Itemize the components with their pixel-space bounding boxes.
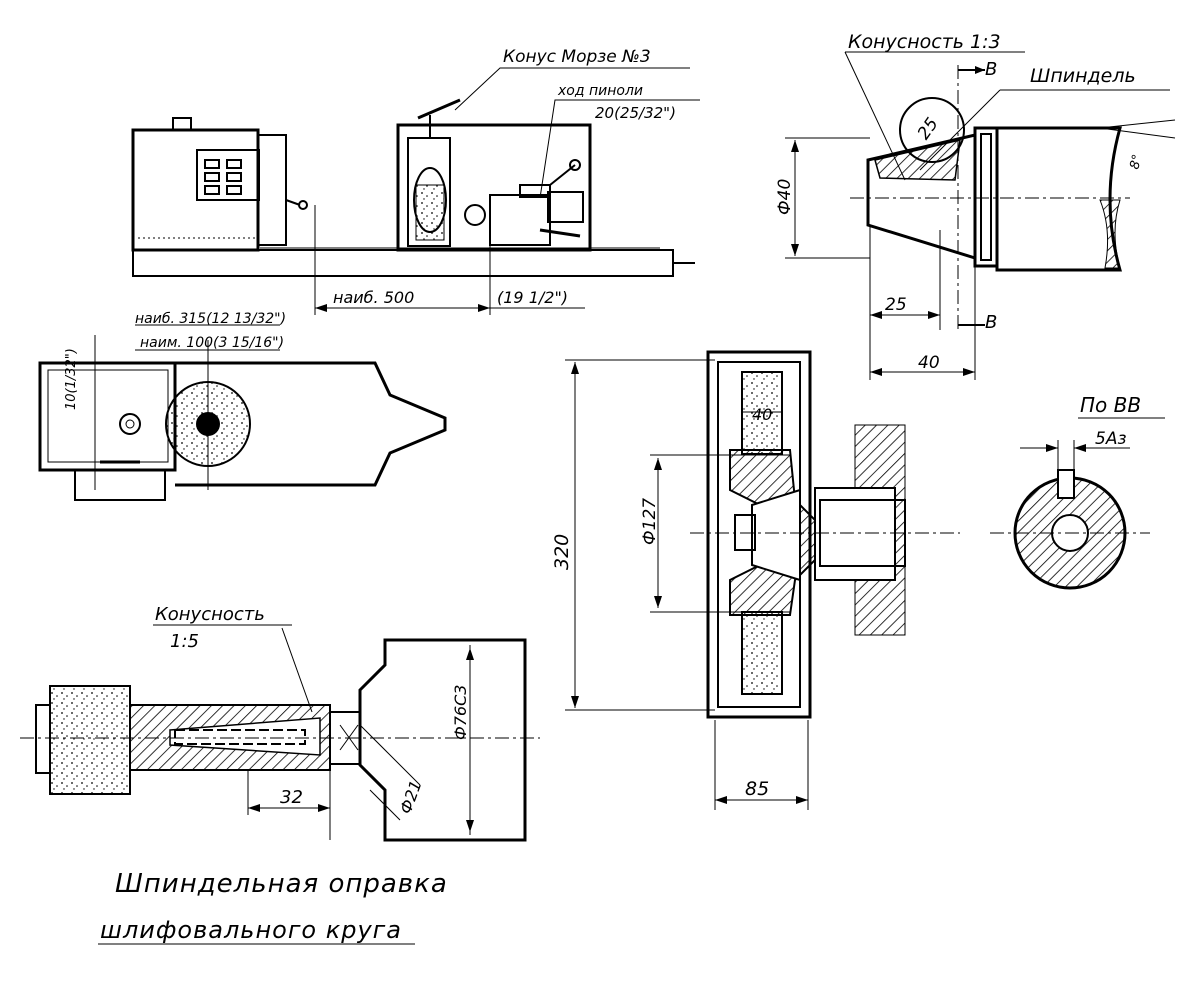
section-mark-bottom: В (985, 312, 997, 333)
arbor-view: Конусность 1:5 Ф76С3 Ф21 32 (20, 604, 540, 842)
wheel-dim85: 85 (745, 778, 769, 800)
spindle-label: Шпиндель (1030, 65, 1136, 87)
caption-line1: Шпиндельная оправка (115, 869, 448, 899)
quill-travel-value: 20(25/32") (595, 104, 676, 122)
machine-top-view: наиб. 315(12 13/32") наим. 100(3 15/16")… (38, 311, 447, 501)
spindle-nose-view: 25 Конусность 1:3 Шпиндель В В Ф40 25 (775, 31, 1176, 380)
caption-line2: шлифовального круга (100, 916, 402, 944)
section-bb-view: По ВВ 5Аз (990, 393, 1165, 590)
spindle-dim40: 40 (918, 353, 940, 373)
wheel-d320: 320 (551, 534, 573, 570)
section-bb-title: По ВВ (1080, 393, 1141, 417)
spindle-d25: 25 (914, 114, 943, 143)
wheel-assembly-section: 40 Ф127 320 85 (551, 350, 960, 810)
section-mark-top: В (985, 59, 997, 80)
arbor-taper-label: Конусность (155, 604, 265, 625)
arbor-dim32: 32 (280, 787, 303, 808)
arbor-d21: Ф21 (396, 778, 426, 817)
spindle-dim25: 25 (885, 295, 907, 315)
spindle-angle: 8° (1127, 153, 1145, 171)
caption: Шпиндельная оправка шлифовального круга (98, 869, 448, 945)
max-length-label: наиб. 500 (333, 288, 414, 307)
section-bb-key: 5Аз (1095, 429, 1127, 449)
arbor-d76: Ф76С3 (451, 685, 470, 740)
top-min-dim: наим. 100(3 15/16") (140, 335, 284, 351)
wheel-d127: Ф127 (640, 498, 660, 545)
arbor-taper-ratio: 1:5 (170, 631, 199, 652)
top-max-dim: наиб. 315(12 13/32") (135, 311, 286, 327)
spindle-taper-label: Конусность 1:3 (848, 31, 1001, 53)
wheel-dim40: 40 (752, 405, 772, 424)
side-inch-value: 10(1/32") (64, 348, 79, 410)
morse-taper-label: Конус Морзе №3 (503, 47, 651, 67)
machine-side-view: Конус Морзе №3 ход пиноли 20(25/32") наи… (131, 47, 700, 315)
quill-travel-label: ход пиноли (557, 83, 643, 99)
max-length-inch: (19 1/2") (497, 288, 568, 307)
spindle-d40: Ф40 (775, 179, 795, 215)
